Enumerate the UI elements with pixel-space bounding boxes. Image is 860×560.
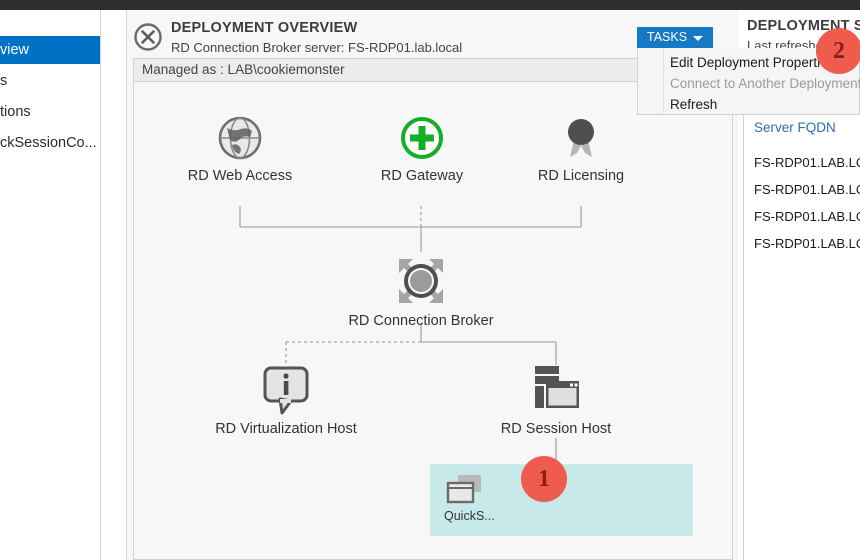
menu-item-connect-to-another-deployment: Connect to Another Deployment — [670, 74, 860, 94]
broker-icon — [346, 257, 496, 307]
green-plus-icon — [367, 112, 477, 162]
sidebar-item-label: s — [0, 73, 7, 89]
diagram-node-rd-session-host[interactable]: RD Session Host — [486, 365, 626, 437]
sidebar-item-servers[interactable]: s — [0, 67, 100, 95]
menu-icon-gutter — [638, 48, 664, 114]
servers-table: Server FQDN FS-RDP01.LAB.LOCAL FS-RDP01.… — [743, 110, 860, 560]
menu-item-edit-deployment-properties[interactable]: Edit Deployment Properties — [670, 53, 834, 73]
page-title: DEPLOYMENT OVERVIEW — [171, 20, 357, 36]
sidebar-item-collections[interactable]: tions — [0, 98, 100, 126]
diagram-node-label: RD Virtualization Host — [206, 421, 366, 437]
sidebar-item-overview[interactable]: view — [0, 36, 100, 64]
diagram-node-label: RD Gateway — [367, 168, 477, 184]
collection-windows-icon — [446, 474, 484, 509]
callout-badge-2: 2 — [816, 28, 860, 74]
diagram-node-rd-web-access[interactable]: RD Web Access — [180, 112, 300, 184]
session-host-icon — [486, 365, 626, 415]
deployment-overview-icon — [133, 22, 163, 52]
diagram-node-rd-connection-broker[interactable]: RD Connection Broker — [346, 257, 496, 329]
diagram-node-label: RD Web Access — [180, 168, 300, 184]
diagram-node-label: RD Connection Broker — [346, 313, 496, 329]
deployment-diagram-canvas: RD Web Access RD Gateway — [133, 82, 733, 560]
tasks-button-label: TASKS — [647, 30, 687, 44]
diagram-node-rd-virtualization-host[interactable]: RD Virtualization Host — [206, 365, 366, 437]
left-navigation: view s tions ckSessionCo... — [0, 10, 101, 560]
table-row[interactable]: FS-RDP01.LAB.LOCAL — [754, 182, 860, 197]
menu-item-refresh[interactable]: Refresh — [670, 95, 717, 115]
column-header-server-fqdn[interactable]: Server FQDN — [754, 120, 836, 135]
diagram-node-rd-licensing[interactable]: RD Licensing — [526, 112, 636, 184]
table-row[interactable]: FS-RDP01.LAB.LOCAL — [754, 236, 860, 251]
tasks-button[interactable]: TASKS — [637, 27, 713, 48]
table-row[interactable]: FS-RDP01.LAB.LOCAL — [754, 209, 860, 224]
collection-label: QuickS... — [444, 509, 495, 523]
globe-icon — [180, 112, 300, 162]
ribbon-icon — [526, 112, 636, 162]
sidebar-item-label: ckSessionCo... — [0, 135, 97, 151]
callout-badge-1: 1 — [521, 456, 567, 502]
diagram-node-label: RD Licensing — [526, 168, 636, 184]
page-subtitle: RD Connection Broker server: FS-RDP01.la… — [171, 40, 462, 55]
chevron-down-icon — [693, 36, 703, 41]
table-row[interactable]: FS-RDP01.LAB.LOCAL — [754, 155, 860, 170]
sidebar-item-quicksessioncollection[interactable]: ckSessionCo... — [0, 129, 100, 157]
diagram-node-label: RD Session Host — [486, 421, 626, 437]
sidebar-item-label: view — [0, 42, 29, 58]
diagram-node-rd-gateway[interactable]: RD Gateway — [367, 112, 477, 184]
window-chrome-strip — [0, 0, 860, 10]
sidebar-item-label: tions — [0, 104, 31, 120]
info-balloon-icon — [206, 365, 366, 415]
